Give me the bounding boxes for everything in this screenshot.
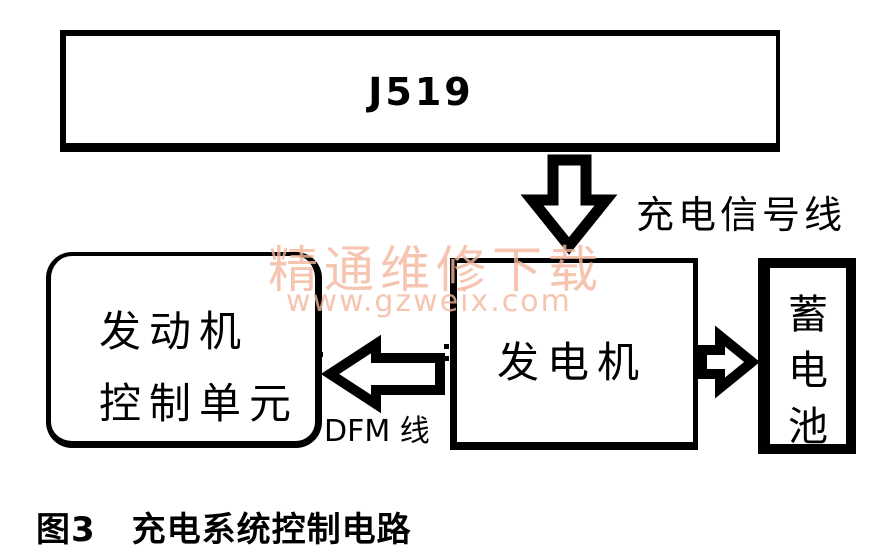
figure-number: 图3	[36, 510, 96, 550]
battery-label-line1: 蓄	[788, 292, 828, 338]
watermark-title: 精通维修下载	[268, 241, 604, 299]
generator-label: 发电机	[497, 338, 648, 387]
watermark-url: www.gzweix.com	[286, 284, 572, 319]
ecu-label-line2: 控制单元	[99, 379, 300, 428]
figure-title: 充电系统控制电路	[131, 510, 412, 550]
j519-label: J519	[368, 70, 474, 114]
j519-block: J519	[60, 30, 780, 152]
figure-caption: 图3 充电系统控制电路	[36, 502, 412, 551]
ecu-connector-tick	[318, 352, 323, 357]
dfm-line-label: DFM 线	[324, 414, 430, 449]
ecu-label-line1: 发动机	[99, 307, 250, 356]
engine-control-unit-block: 发动机 控制单元	[46, 252, 322, 448]
generator-connector-tick-1	[444, 344, 449, 349]
generator-block: 发电机	[450, 258, 698, 450]
generator-connector-tick-2	[444, 356, 449, 361]
battery-block: 蓄 电 池	[758, 258, 856, 454]
battery-label-line2: 电	[788, 348, 828, 394]
battery-label-line3: 池	[788, 404, 828, 450]
dfm-left-arrow	[320, 334, 445, 414]
signal-line-label: 充电信号线	[636, 193, 847, 237]
signal-down-arrow	[520, 154, 618, 255]
charge-right-arrow	[697, 325, 760, 399]
